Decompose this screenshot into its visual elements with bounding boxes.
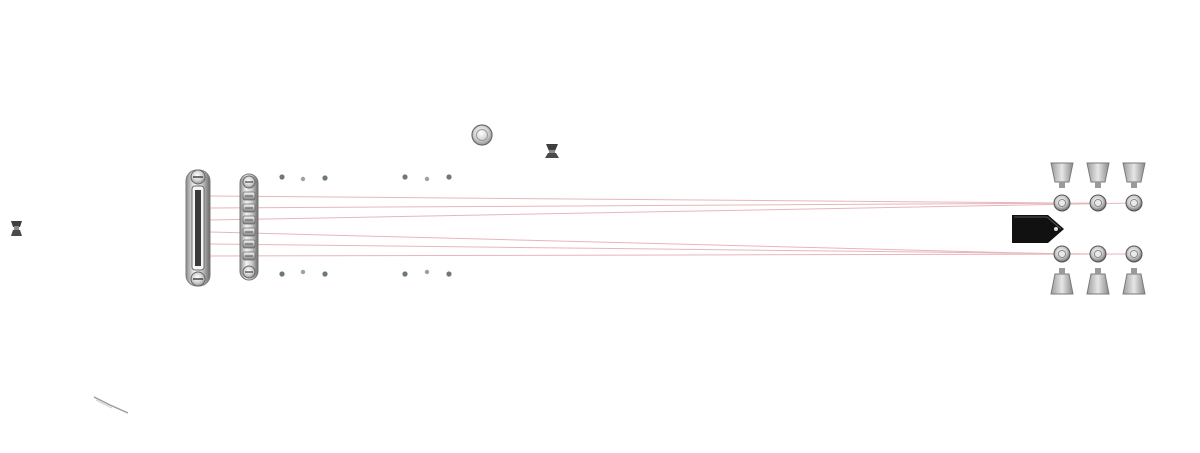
tuner-button[interactable] <box>1122 273 1146 295</box>
tuning-pegs <box>1050 162 1146 295</box>
tuner-1[interactable] <box>1050 162 1074 212</box>
string-2 <box>209 202 1099 209</box>
tuner-button[interactable] <box>1086 273 1110 295</box>
bridge-saddle <box>242 251 256 261</box>
tuner-6[interactable] <box>1122 245 1146 295</box>
tuner-2[interactable] <box>1086 162 1110 212</box>
bridge-saddle <box>242 203 256 213</box>
tuner-button[interactable] <box>1122 162 1146 183</box>
tuner-4[interactable] <box>1050 245 1074 295</box>
bridge-saddle <box>242 191 256 201</box>
bridge-pickup-screws <box>402 174 452 277</box>
strap-button-front <box>545 144 559 158</box>
pickguard-edge <box>93 396 129 414</box>
bridge-saddle <box>242 215 256 225</box>
string-5 <box>209 243 1099 255</box>
tuner-button[interactable] <box>1086 162 1110 183</box>
tuner-3[interactable] <box>1122 162 1146 212</box>
tuner-button[interactable] <box>1050 162 1074 183</box>
bridge <box>239 173 259 281</box>
string-4 <box>209 231 1063 255</box>
string-6 <box>209 253 1135 257</box>
tuner-5[interactable] <box>1086 245 1110 295</box>
tuner-button[interactable] <box>1050 273 1074 295</box>
bridge-saddle <box>242 239 256 249</box>
string-1 <box>209 195 1063 204</box>
tailpiece <box>185 169 211 287</box>
string-3 <box>209 202 1135 221</box>
truss-rod-cover <box>1012 215 1064 243</box>
bridge-saddle <box>242 227 256 237</box>
neck-pickup-screws <box>279 174 328 277</box>
strings <box>209 195 1135 257</box>
control-knob[interactable] <box>471 124 493 146</box>
strap-button-rear <box>11 221 22 236</box>
